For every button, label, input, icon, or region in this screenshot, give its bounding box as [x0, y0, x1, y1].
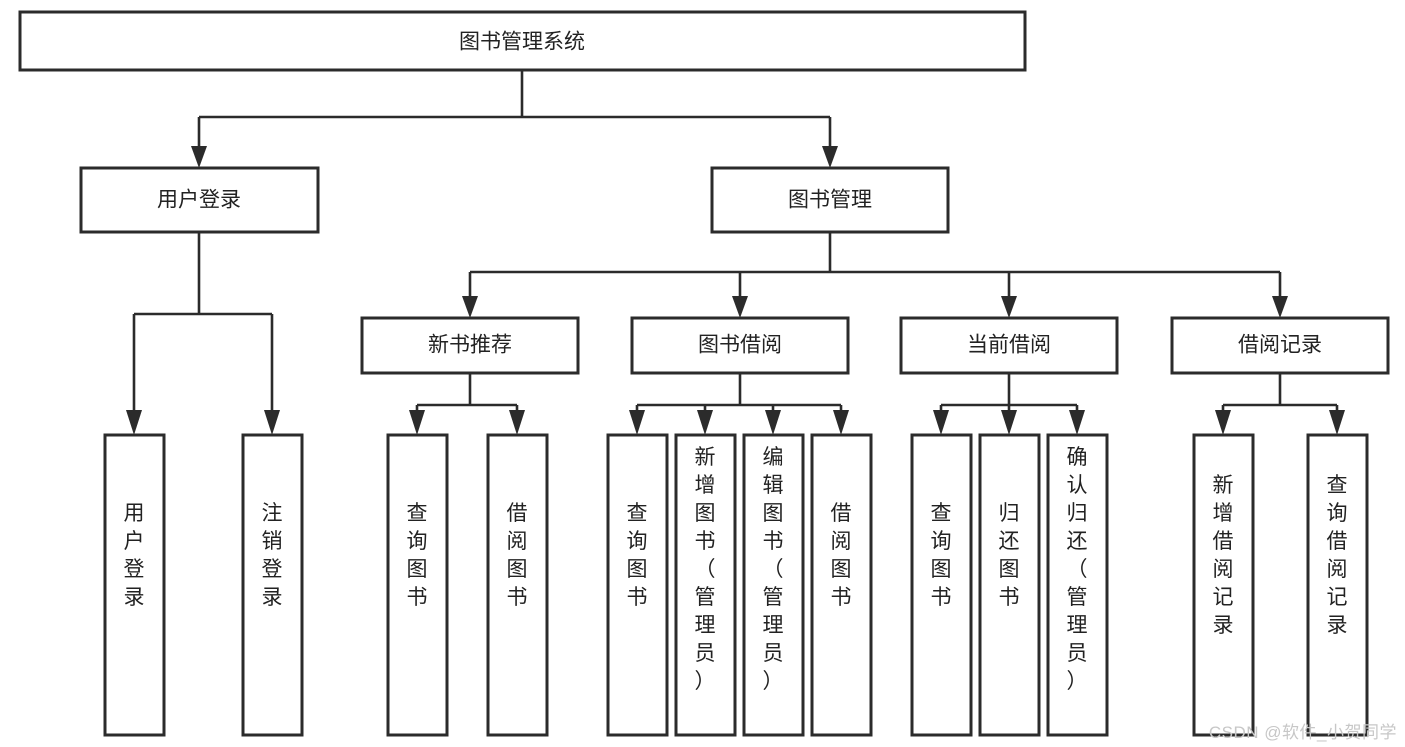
- connector-group-user-login: [126, 232, 280, 435]
- arrow-head-book-borrow-1: [629, 410, 645, 435]
- arrow-head-level3-3: [1001, 296, 1017, 318]
- arrow-head-current-borrow-2: [1001, 410, 1017, 435]
- node-borrow-record-rect[interactable]: [1170, 316, 1390, 375]
- leaf-book-borrow-3[interactable]: 编辑图书（管理员）: [742, 433, 805, 737]
- leaf-current-borrow-2-label: 归还图书: [999, 502, 1020, 609]
- node-borrow-record-label: 借阅记录: [1238, 334, 1322, 357]
- connector-group-root: [191, 70, 838, 168]
- connector-group-current-borrow: [933, 373, 1085, 435]
- leaf-current-borrow-3[interactable]: 确认归还（管理员）: [1046, 433, 1109, 737]
- leaf-new-book-2-rect[interactable]: [486, 433, 549, 737]
- node-root-label: 图书管理系统: [459, 31, 585, 54]
- arrow-head-book-manage: [822, 146, 838, 168]
- node-book-borrow-label: 图书借阅: [698, 334, 782, 357]
- leaf-book-borrow-4-label: 借阅图书: [831, 502, 852, 609]
- arrow-head-level3-2: [732, 296, 748, 318]
- leaf-new-book-1-rect[interactable]: [386, 433, 449, 737]
- node-root-rect[interactable]: [18, 10, 1027, 72]
- leaf-borrow-record-1-rect[interactable]: [1192, 433, 1255, 737]
- node-root[interactable]: 图书管理系统: [18, 10, 1027, 72]
- leaf-book-borrow-1-rect[interactable]: [606, 433, 669, 737]
- node-new-book[interactable]: 新书推荐: [360, 316, 580, 375]
- leaf-book-borrow-4[interactable]: 借阅图书: [810, 433, 873, 737]
- leaf-user-login-1-label: 用户登录: [124, 502, 145, 609]
- leaf-user-login-2[interactable]: 注销登录: [241, 433, 304, 737]
- leaf-book-borrow-3-label: 编辑图书（管理员）: [763, 446, 784, 693]
- arrow-head-book-borrow-4: [833, 410, 849, 435]
- leaf-borrow-record-2-label: 查询借阅记录: [1327, 474, 1348, 637]
- node-user-login-rect[interactable]: [79, 166, 320, 234]
- leaf-new-book-1-label: 查询图书: [407, 502, 428, 609]
- leaf-user-login-1[interactable]: 用户登录: [103, 433, 166, 737]
- leaf-book-borrow-1[interactable]: 查询图书: [606, 433, 669, 737]
- leaf-book-borrow-2-rect[interactable]: [674, 433, 737, 737]
- connector-group-borrow-record: [1215, 373, 1345, 435]
- arrow-head-leaf-user-login-2: [264, 410, 280, 435]
- node-new-book-rect[interactable]: [360, 316, 580, 375]
- leaf-current-borrow-2[interactable]: 归还图书: [978, 433, 1041, 737]
- arrow-head-user-login: [191, 146, 207, 168]
- arrow-head-borrow-record-1: [1215, 410, 1231, 435]
- arrow-head-leaf-user-login-1: [126, 410, 142, 435]
- node-book-borrow[interactable]: 图书借阅: [630, 316, 850, 375]
- leaf-new-book-2[interactable]: 借阅图书: [486, 433, 549, 737]
- arrow-head-book-borrow-2: [697, 410, 713, 435]
- leaf-current-borrow-1-label: 查询图书: [931, 502, 952, 609]
- leaf-current-borrow-1-rect[interactable]: [910, 433, 973, 737]
- node-book-manage[interactable]: 图书管理: [710, 166, 950, 234]
- node-borrow-record[interactable]: 借阅记录: [1170, 316, 1390, 375]
- leaf-user-login-1-rect[interactable]: [103, 433, 166, 737]
- arrow-head-level3-4: [1272, 296, 1288, 318]
- leaf-current-borrow-1[interactable]: 查询图书: [910, 433, 973, 737]
- leaf-borrow-record-1-label: 新增借阅记录: [1213, 474, 1234, 637]
- arrow-head-borrow-record-2: [1329, 410, 1345, 435]
- arrow-head-level3-1: [462, 296, 478, 318]
- leaf-current-borrow-3-label: 确认归还（管理员）: [1067, 446, 1088, 693]
- leaf-new-book-1[interactable]: 查询图书: [386, 433, 449, 737]
- arrow-head-new-book-2: [509, 410, 525, 435]
- node-new-book-label: 新书推荐: [428, 334, 512, 357]
- leaf-borrow-record-2[interactable]: 查询借阅记录: [1306, 433, 1369, 737]
- leaf-user-login-2-rect[interactable]: [241, 433, 304, 737]
- node-book-manage-rect[interactable]: [710, 166, 950, 234]
- leaf-current-borrow-2-rect[interactable]: [978, 433, 1041, 737]
- leaf-book-borrow-3-rect[interactable]: [742, 433, 805, 737]
- leaf-borrow-record-1[interactable]: 新增借阅记录: [1192, 433, 1255, 737]
- node-user-login-label: 用户登录: [157, 189, 241, 212]
- connector-group-book-manage: [462, 232, 1288, 318]
- leaf-book-borrow-1-label: 查询图书: [627, 502, 648, 609]
- leaf-current-borrow-3-rect[interactable]: [1046, 433, 1109, 737]
- leaf-user-login-2-label: 注销登录: [262, 502, 283, 609]
- node-book-borrow-rect[interactable]: [630, 316, 850, 375]
- leaf-book-borrow-4-rect[interactable]: [810, 433, 873, 737]
- node-book-manage-label: 图书管理: [788, 189, 872, 212]
- node-current-borrow-rect[interactable]: [899, 316, 1119, 375]
- node-user-login[interactable]: 用户登录: [79, 166, 320, 234]
- arrow-head-current-borrow-1: [933, 410, 949, 435]
- leaf-new-book-2-label: 借阅图书: [507, 502, 528, 609]
- arrow-head-new-book-1: [409, 410, 425, 435]
- arrow-head-book-borrow-3: [765, 410, 781, 435]
- node-current-borrow-label: 当前借阅: [967, 334, 1051, 357]
- node-current-borrow[interactable]: 当前借阅: [899, 316, 1119, 375]
- leaf-book-borrow-2-label: 新增图书（管理员）: [695, 446, 716, 693]
- connector-group-book-borrow: [629, 373, 849, 435]
- leaf-borrow-record-2-rect[interactable]: [1306, 433, 1369, 737]
- connector-group-new-book: [409, 373, 525, 435]
- arrow-head-current-borrow-3: [1069, 410, 1085, 435]
- leaf-book-borrow-2[interactable]: 新增图书（管理员）: [674, 433, 737, 737]
